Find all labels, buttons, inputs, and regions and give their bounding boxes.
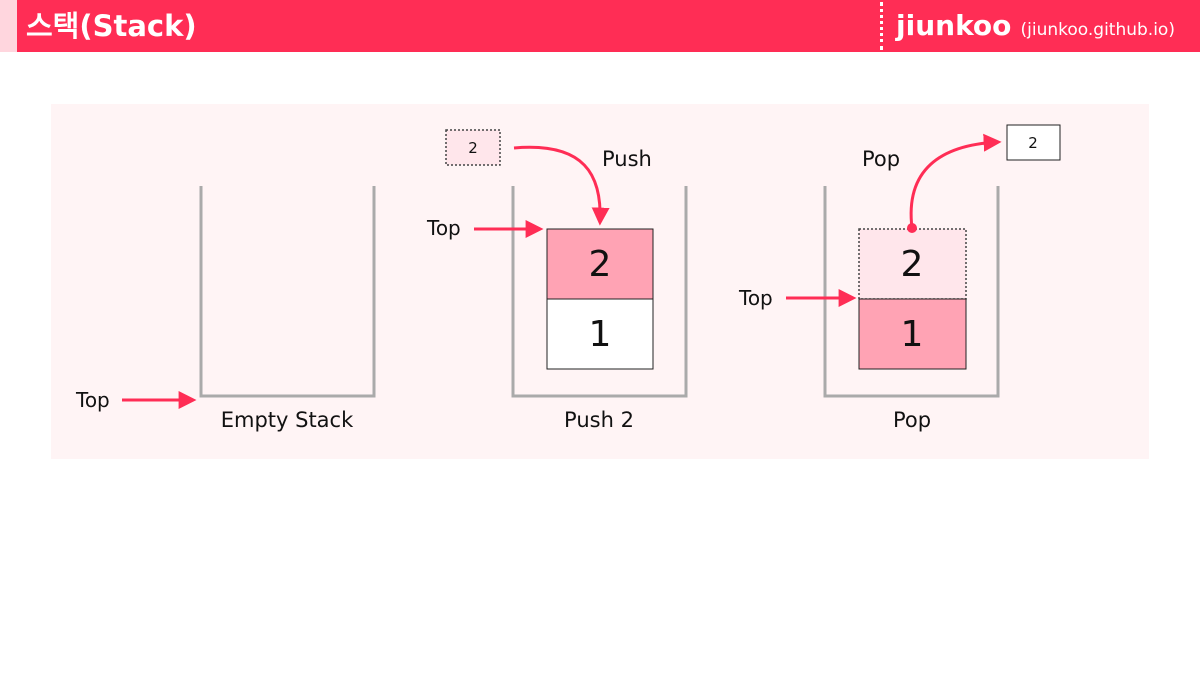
push-incoming-value: 2	[468, 139, 478, 157]
pop-block-bottom-value: 1	[901, 314, 924, 355]
push-top-label: Top	[426, 216, 461, 240]
pop-block-removed	[858, 228, 967, 300]
pop-block-removed-value: 2	[901, 244, 924, 285]
header-divider	[880, 2, 883, 50]
brand: jiunkoo (jiunkoo.github.io)	[896, 6, 1175, 50]
header-accent-strip	[0, 0, 17, 52]
pop-action-label: Pop	[862, 147, 900, 171]
header-bar: 스택(Stack) jiunkoo (jiunkoo.github.io)	[0, 0, 1200, 52]
push-stack-container	[511, 186, 688, 398]
pop-outgoing-value: 2	[1028, 134, 1038, 152]
push-block-top-value: 2	[589, 244, 612, 285]
empty-stack-group: Top Empty Stack	[75, 186, 376, 432]
push-block-bottom-value: 1	[589, 314, 612, 355]
push-incoming-box	[445, 129, 501, 166]
empty-stack-caption: Empty Stack	[221, 408, 354, 432]
brand-url[interactable]: (jiunkoo.github.io)	[1020, 20, 1175, 40]
pop-outgoing-box	[1006, 124, 1061, 161]
pop-stack-container	[823, 186, 1000, 398]
push-curve-arrow	[513, 145, 610, 226]
pop-block-bottom	[858, 298, 967, 370]
pop-curve-arrow	[909, 133, 1002, 229]
push-stack-caption: Push 2	[564, 408, 634, 432]
push-block-bottom	[546, 298, 654, 370]
pop-stack-group: 2 1 Pop 2 Top Pop	[738, 124, 1061, 432]
page-title: 스택(Stack)	[26, 9, 197, 43]
empty-top-label: Top	[75, 388, 110, 412]
pop-top-label: Top	[738, 286, 773, 310]
push-stack-group: 2 1 2 Push Top Push 2	[426, 129, 688, 432]
brand-name: jiunkoo	[896, 9, 1012, 42]
push-action-label: Push	[602, 147, 652, 171]
pop-stack-caption: Pop	[893, 408, 931, 432]
empty-stack-container	[199, 186, 376, 398]
